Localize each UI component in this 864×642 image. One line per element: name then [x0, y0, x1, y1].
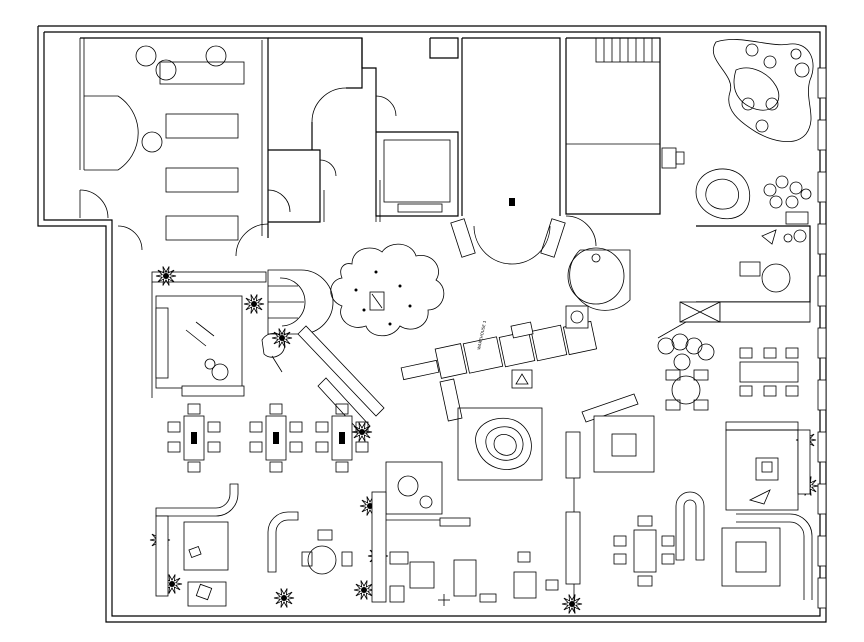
chair: [355, 441, 369, 453]
chair: [355, 421, 369, 433]
chair: [289, 421, 303, 433]
chair: [207, 441, 221, 453]
dining-table: [315, 403, 369, 473]
plant-icon: [271, 328, 293, 348]
cloud-feature: [330, 243, 445, 337]
dining-tables: [167, 403, 369, 473]
chair: [249, 441, 263, 453]
curved-sofas: [155, 483, 705, 607]
plant-icon: [243, 294, 265, 314]
right-center-zone: [565, 369, 709, 612]
right-lower-room: [721, 421, 813, 600]
plant-icon: [561, 594, 583, 614]
chair: [315, 441, 329, 453]
chair: [289, 441, 303, 453]
meeting-room-top-left: [79, 37, 269, 251]
dining-table: [249, 403, 303, 473]
spiral-stair: [267, 269, 385, 435]
lobby-entry: [450, 37, 566, 265]
right-wall-windows: [817, 67, 827, 609]
dining-table: [167, 403, 221, 473]
plant-tag-label: WAREHOUSE 1: [476, 320, 487, 351]
modular-desk-cluster: WAREHOUSE 1: [400, 305, 598, 422]
plant-icon: [273, 588, 295, 608]
bottom-right-dining: [613, 347, 799, 587]
stair-room: [565, 37, 685, 311]
center-lower-area: [301, 461, 559, 606]
plant-icon: [155, 266, 177, 286]
lounge-right: [657, 225, 811, 371]
chair: [167, 441, 181, 453]
play-area: [695, 39, 814, 245]
outer-walls: [37, 25, 827, 623]
chair: [207, 421, 221, 433]
left-work-area: [151, 271, 286, 398]
service-rooms-top: [235, 37, 459, 257]
chair: [167, 421, 181, 433]
plant-icon: [353, 580, 375, 600]
center-rug: [457, 407, 543, 481]
chair: [249, 421, 263, 433]
chair: [315, 421, 329, 433]
